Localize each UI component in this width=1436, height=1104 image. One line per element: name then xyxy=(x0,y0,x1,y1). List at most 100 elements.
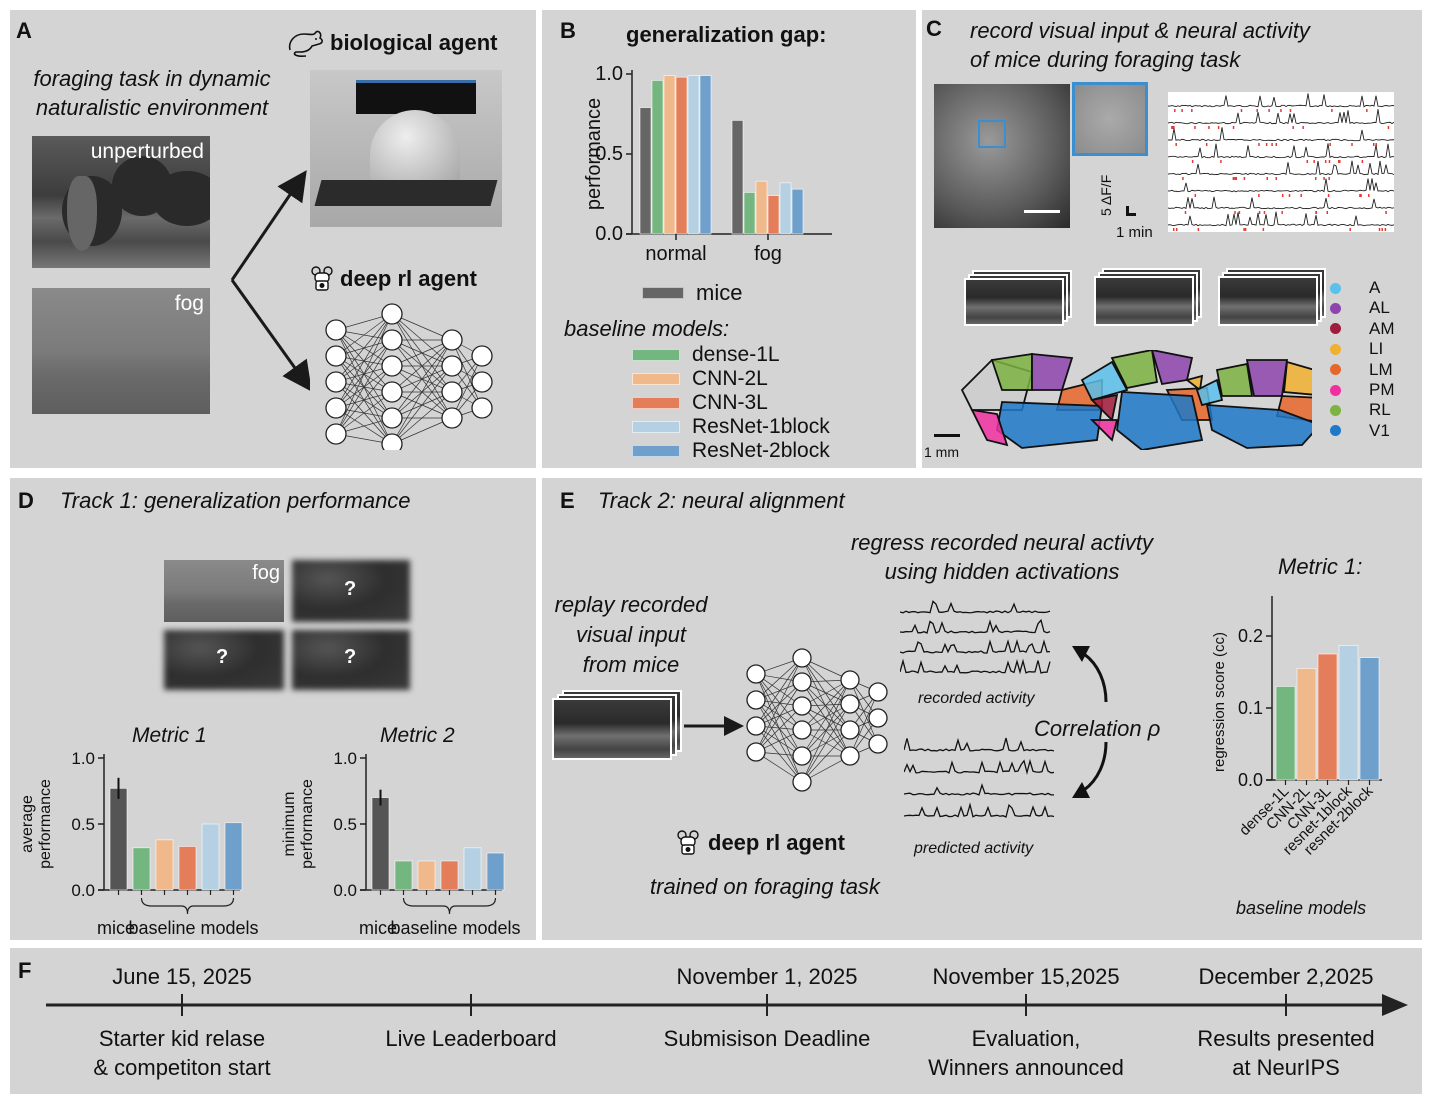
spike-marker xyxy=(1366,109,1368,112)
legend-item-cnn-3l: CNN-3L xyxy=(632,392,768,414)
area-v1 xyxy=(1116,391,1204,450)
nn-edge xyxy=(451,355,483,419)
milestone-date: June 15, 2025 xyxy=(112,964,252,989)
nn-node xyxy=(325,423,347,445)
timeline-tick xyxy=(470,994,472,1016)
bar-normal-dense-1L xyxy=(651,79,664,235)
area-legend-item-al: AL xyxy=(1330,298,1390,318)
recorded-activity-label: recorded activity xyxy=(918,690,1035,707)
nn-node xyxy=(792,746,812,766)
legend-mice-label: mice xyxy=(696,280,743,305)
panel-label-c: C xyxy=(926,16,942,41)
bar-cnn-3l xyxy=(1317,653,1338,781)
area-legend-item-pm: PM xyxy=(1330,380,1395,400)
neural-network-diagram xyxy=(325,303,493,450)
spike-marker xyxy=(1191,160,1194,163)
nn-edge xyxy=(801,657,851,731)
nn-edge xyxy=(755,705,803,753)
legend-item-resnet-1block: ResNet-1block xyxy=(632,416,830,438)
nn-edge xyxy=(391,339,453,419)
spike-marker xyxy=(1275,177,1278,180)
area-pm xyxy=(1089,419,1119,442)
cortex-map-1 xyxy=(960,352,1104,449)
x-label-mice: mice xyxy=(359,918,397,936)
spike-marker xyxy=(1351,143,1353,146)
spike-marker xyxy=(1288,194,1291,197)
cortex-imaging-image xyxy=(934,84,1070,228)
activity-trace xyxy=(900,618,1051,634)
area-rl xyxy=(1110,350,1159,390)
nn-node xyxy=(840,746,860,766)
spike-marker xyxy=(1381,228,1383,231)
nn-edge xyxy=(335,313,393,357)
nn-node xyxy=(840,694,860,714)
activity-trace xyxy=(904,737,1055,752)
spike-marker xyxy=(1281,211,1283,214)
timeline-tick xyxy=(766,994,768,1016)
panel-label-b: B xyxy=(560,18,576,43)
branch-arrows xyxy=(230,170,310,392)
milestone-description: Submisison Deadline xyxy=(637,1024,897,1053)
unknown-condition-3 xyxy=(292,630,410,690)
bar-normal-CNN-3L xyxy=(675,76,688,235)
nn-edge xyxy=(335,339,393,435)
spike-marker xyxy=(1175,143,1177,146)
nn-node xyxy=(840,720,860,740)
milestone-line1: Live Leaderboard xyxy=(385,1026,557,1051)
regress-line-1: regress recorded neural activty xyxy=(850,530,1154,555)
legend-label: CNN-3L xyxy=(692,391,768,414)
regression-baseline-caption: baseline models xyxy=(1236,898,1367,918)
area-name: PM xyxy=(1369,380,1395,399)
spike-marker xyxy=(1329,143,1331,146)
spike-marker xyxy=(1262,228,1265,231)
unknown-mark-3: ? xyxy=(344,646,357,668)
trace-line xyxy=(1168,196,1394,210)
spike-marker xyxy=(1315,211,1318,214)
nn-node xyxy=(325,371,347,393)
unknown-mark-1: ? xyxy=(344,578,357,600)
arrow-to-rl xyxy=(230,279,310,392)
legend-baseline-title: baseline models: xyxy=(564,316,730,341)
bar-resnet-1block xyxy=(463,847,482,891)
nn-node xyxy=(792,648,812,668)
bar-mice xyxy=(371,797,390,891)
baseline-brace xyxy=(140,897,235,915)
rl-agent-label: deep rl agent xyxy=(340,266,477,291)
nn-node xyxy=(746,716,766,736)
fog-image: fog xyxy=(32,288,210,414)
spike-marker xyxy=(1361,160,1364,163)
spike-marker xyxy=(1244,228,1247,231)
spike-marker xyxy=(1349,228,1351,231)
legend-label: dense-1L xyxy=(692,343,780,366)
arrow-to-bio xyxy=(230,170,307,281)
nn-node xyxy=(746,690,766,710)
spike-marker xyxy=(1359,194,1361,197)
predicted-activity-label: predicted activity xyxy=(914,840,1034,857)
nn-edge xyxy=(391,339,453,393)
milestone-line1: Starter kid relase xyxy=(98,1026,266,1051)
unperturbed-image: unperturbed xyxy=(32,136,210,268)
bar-fog-CNN-3L xyxy=(767,195,780,235)
nn-node xyxy=(746,664,766,684)
area-al xyxy=(1031,353,1074,391)
replay-line-2: visual input xyxy=(575,622,687,647)
robot-mouse-icon xyxy=(677,830,699,855)
bar-fog-ResNet-1block xyxy=(779,182,792,235)
nn-node xyxy=(381,407,403,429)
nn-node xyxy=(381,303,403,325)
milestone-line2: & competiton start xyxy=(93,1055,271,1080)
replay-caption: replay recorded visual input from mice xyxy=(546,590,716,680)
spike-marker xyxy=(1275,143,1278,146)
neural-network-diagram-e xyxy=(746,648,888,792)
milestone-line1: Evaluation, xyxy=(971,1026,1081,1051)
bar-mice xyxy=(109,787,128,891)
legend-item-resnet-2block: ResNet-2block xyxy=(632,440,830,462)
activity-trace xyxy=(900,638,1051,654)
area-rl xyxy=(1215,362,1254,397)
area-li xyxy=(1283,360,1312,396)
spike-marker xyxy=(1208,126,1210,129)
unknown-condition-1 xyxy=(292,560,410,622)
spike-marker xyxy=(1268,109,1270,112)
